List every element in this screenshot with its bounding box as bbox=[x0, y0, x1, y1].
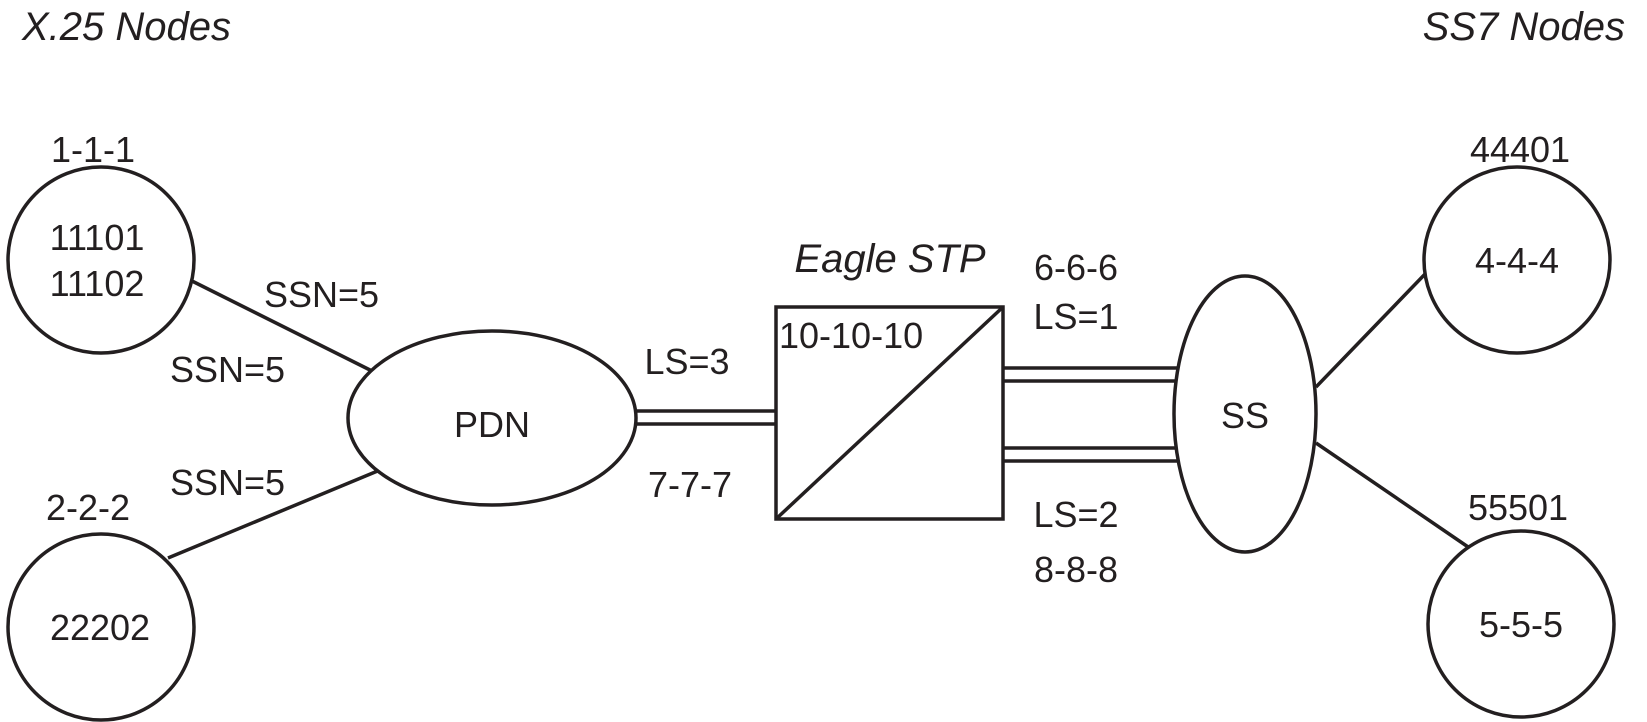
link-node1-pdn bbox=[189, 278, 375, 374]
stp-ss-upper-linkset bbox=[1003, 366, 1185, 383]
node2-line-1: 22202 bbox=[50, 607, 150, 648]
node5-point-code: 5-5-5 bbox=[1479, 604, 1563, 645]
stp-ss-lower-linkset bbox=[1003, 446, 1185, 463]
ssn-label-2: SSN=5 bbox=[170, 349, 285, 390]
pdn-label: PDN bbox=[454, 404, 530, 445]
node1-line-1: 11101 bbox=[50, 217, 145, 258]
ss7-node-5: 55501 5-5-5 bbox=[1426, 487, 1616, 719]
pdn-link-point-code: 7-7-7 bbox=[648, 464, 732, 505]
lower-link-ls: LS=2 bbox=[1033, 494, 1118, 535]
ss-label: SS bbox=[1221, 395, 1269, 436]
ss7-nodes-header: SS7 Nodes bbox=[1423, 5, 1625, 49]
node1-point-code: 1-1-1 bbox=[51, 129, 135, 170]
node2-circle bbox=[6, 532, 196, 722]
x25-node-1: 1-1-1 11101 11102 bbox=[6, 129, 196, 355]
node4-number: 44401 bbox=[1470, 129, 1570, 170]
pdn-ellipse bbox=[346, 329, 638, 507]
node1-circle bbox=[6, 165, 196, 355]
x25-nodes-header: X.25 Nodes bbox=[21, 5, 231, 49]
pdn-link-ls: LS=3 bbox=[644, 341, 729, 382]
ss-ellipse bbox=[1172, 274, 1318, 554]
node5-number: 55501 bbox=[1468, 487, 1568, 528]
stp-diagonal bbox=[774, 305, 1005, 521]
node4-circle bbox=[1422, 165, 1612, 355]
node2-point-code: 2-2-2 bbox=[46, 487, 130, 528]
pdn-stp-linkset bbox=[636, 409, 776, 426]
link-node2-pdn bbox=[167, 468, 381, 560]
link-ss-node5 bbox=[1315, 441, 1475, 553]
upper-link-ls: LS=1 bbox=[1033, 296, 1118, 337]
link-ss-node4 bbox=[1314, 270, 1429, 389]
stp-point-code: 10-10-10 bbox=[779, 315, 923, 356]
ssn-label-1: SSN=5 bbox=[264, 274, 379, 315]
x25-node-2: 2-2-2 22202 bbox=[6, 487, 196, 722]
stp-title: Eagle STP bbox=[794, 237, 986, 281]
ss7-node-4: 44401 4-4-4 bbox=[1422, 129, 1612, 355]
ssn-label-3: SSN=5 bbox=[170, 462, 285, 503]
ss-node: SS bbox=[1172, 274, 1318, 554]
node4-point-code: 4-4-4 bbox=[1475, 240, 1559, 281]
pdn-node: PDN bbox=[346, 329, 638, 507]
upper-link-point-code: 6-6-6 bbox=[1034, 247, 1118, 288]
node1-line-2: 11102 bbox=[50, 263, 145, 304]
eagle-stp: Eagle STP 10-10-10 bbox=[774, 237, 1005, 521]
node5-circle bbox=[1426, 529, 1616, 719]
lower-link-point-code: 8-8-8 bbox=[1034, 549, 1118, 590]
